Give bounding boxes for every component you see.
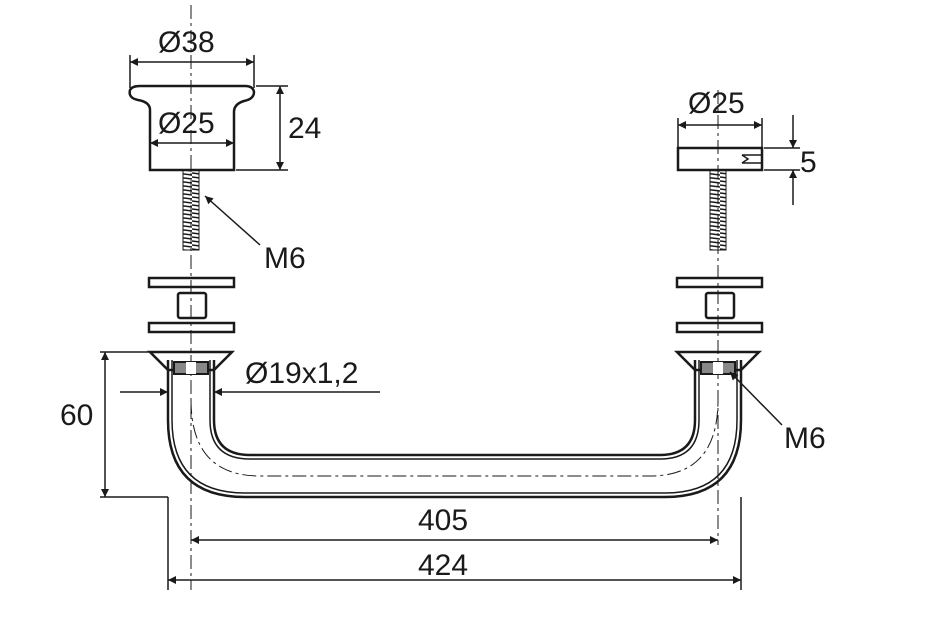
height-dimension: 60 [60, 399, 93, 432]
screws [182, 169, 727, 251]
tube [146, 350, 763, 499]
left-knob: Ø38 Ø25 24 [128, 26, 321, 172]
right-cap-height: 5 [800, 146, 817, 179]
center-distance-dimension: 405 [418, 504, 468, 537]
right-cap: Ø25 5 [676, 87, 817, 205]
left-knob-outer-diameter: Ø38 [158, 26, 215, 59]
tube-dimension: Ø19x1,2 [245, 357, 358, 390]
left-knob-inner-diameter: Ø25 [158, 107, 215, 140]
right-thread-label: M6 [784, 422, 826, 455]
washers [147, 276, 764, 334]
right-cap-diameter: Ø25 [688, 87, 745, 120]
overall-width-dimension: 424 [418, 549, 468, 582]
left-knob-height: 24 [288, 112, 321, 145]
left-thread-label: M6 [264, 242, 306, 275]
